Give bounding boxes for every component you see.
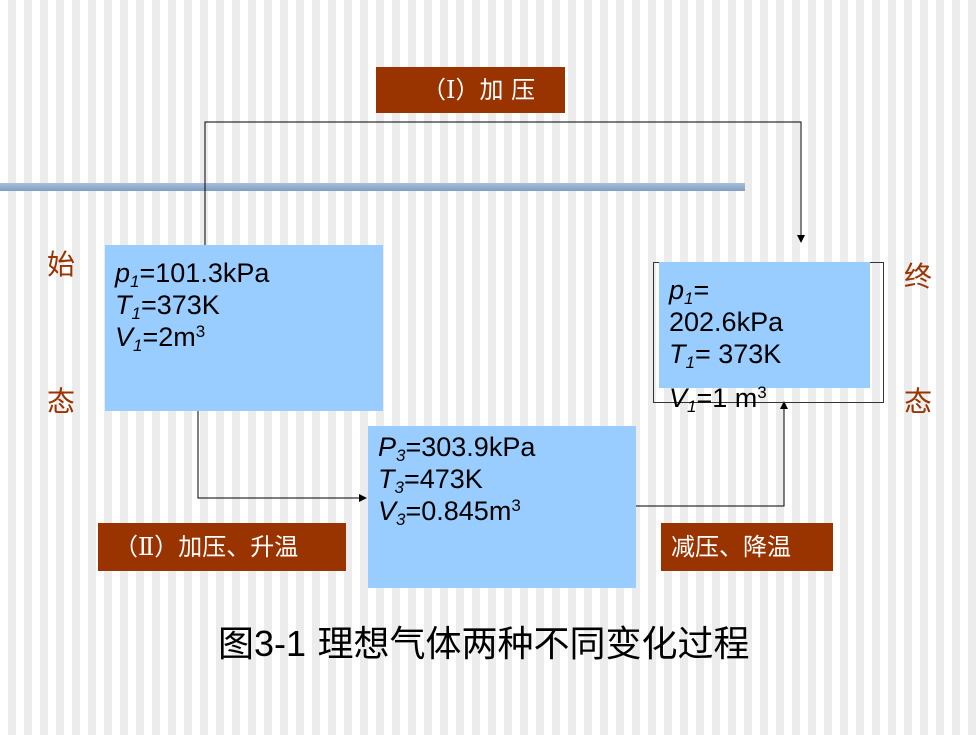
process-label-decompression-cooling: 减压、降温 [661,523,833,571]
final-pressure-value: 202.6kPa [669,307,784,337]
initial-volume: V1=2m3 [115,322,206,355]
connector-path-2 [197,393,367,502]
final-state-box: p1= 202.6kPa T1= 373K V1=1 m3 [659,262,870,415]
process-label-compression: （Ⅰ）加 压 [376,67,565,113]
intermediate-state-box: P3=303.9kPa T3=473K V3=0.845m3 [368,426,636,588]
initial-state-box: p1=101.3kPa T1=373K V1=2m3 [105,245,383,411]
state-label-final-bottom: 态 [904,385,933,418]
final-volume: V1=1 m3 [669,383,767,416]
caption-number: 3-1 [254,623,307,664]
intermediate-volume: V3=0.845m3 [378,496,521,529]
figure-caption: 图3-1 理想气体两种不同变化过程 [218,615,750,667]
initial-pressure: p1=101.3kPa [115,258,270,291]
caption-text: 理想气体两种不同变化过程 [306,624,750,665]
caption-prefix: 图 [218,624,255,665]
final-pressure-symbol: p1= [669,275,710,308]
connector-path-1 [204,121,805,245]
process-label-compression-heating: （Ⅱ）加压、升温 [98,523,346,571]
intermediate-pressure: P3=303.9kPa [378,432,536,465]
state-label-final-top: 终 [904,260,933,293]
intermediate-temperature: T3=473K [378,464,483,497]
decorative-bar [0,183,745,191]
connector-path-3 [636,401,788,507]
state-label-initial-bottom: 态 [47,385,76,418]
initial-temperature: T1=373K [115,290,220,323]
state-label-initial-top: 始 [47,248,76,281]
final-temperature: T1= 373K [669,339,782,372]
